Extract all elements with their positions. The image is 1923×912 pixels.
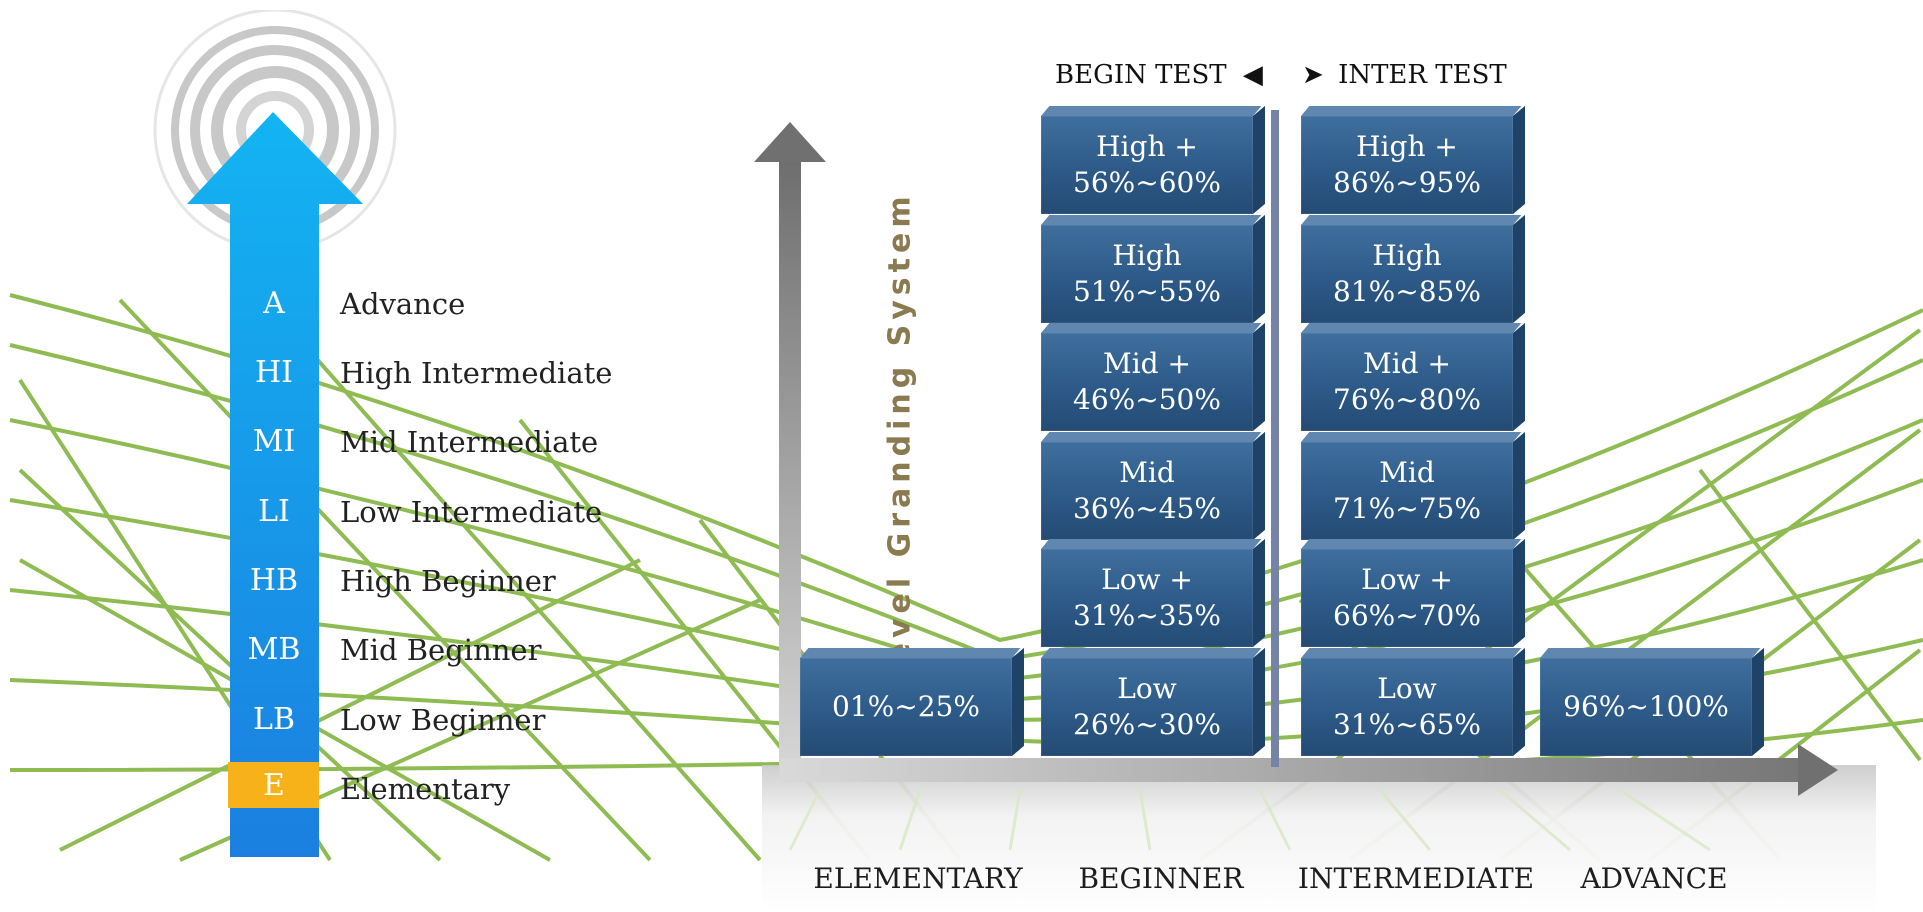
advance-box: 96%~100% xyxy=(1540,647,1764,756)
box-range: 66%~70% xyxy=(1333,599,1481,632)
category-intermediate: INTERMEDIATE xyxy=(1297,862,1535,895)
box-label: High + xyxy=(1096,130,1198,163)
begin-box-high: High 51%~55% xyxy=(1041,214,1265,323)
box-range: 96%~100% xyxy=(1563,690,1729,723)
box-range: 81%~85% xyxy=(1333,275,1481,308)
box-label: Low + xyxy=(1101,563,1193,596)
begin-test-header: BEGIN TEST ◀ xyxy=(1055,60,1263,90)
box-label: Mid + xyxy=(1103,347,1191,380)
left-arrow-icon: ◀ xyxy=(1242,60,1263,90)
level-name-advance: Advance xyxy=(340,287,466,321)
y-axis-line xyxy=(779,160,801,780)
box-label: Mid + xyxy=(1363,347,1451,380)
box-label: Low + xyxy=(1361,563,1453,596)
elementary-box: 01%~25% xyxy=(800,647,1024,756)
inter-box-mid: Mid 71%~75% xyxy=(1301,431,1525,540)
box-label: Mid xyxy=(1379,456,1435,489)
begin-box-high-plus: High + 56%~60% xyxy=(1041,105,1265,214)
level-code-high-intermediate: HI xyxy=(254,355,293,390)
level-code-low-intermediate: LI xyxy=(258,494,290,529)
box-range: 76%~80% xyxy=(1333,383,1481,416)
box-label: Mid xyxy=(1119,456,1175,489)
box-range: 31%~35% xyxy=(1073,599,1221,632)
box-label: Low xyxy=(1117,672,1177,705)
category-advance: ADVANCE xyxy=(1580,862,1728,895)
box-range: 31%~65% xyxy=(1333,708,1481,741)
level-name-high-intermediate: High Intermediate xyxy=(340,356,613,390)
begin-test-label: BEGIN TEST xyxy=(1055,60,1227,90)
level-code-mid-intermediate: MI xyxy=(252,424,296,459)
right-arrow-icon: ➤ xyxy=(1302,60,1324,90)
axes xyxy=(754,110,1838,796)
box-range: 01%~25% xyxy=(832,690,980,723)
inter-box-low: Low 31%~65% xyxy=(1301,647,1525,756)
elementary-highlight xyxy=(228,762,319,808)
inter-box-high: High 81%~85% xyxy=(1301,214,1525,323)
box-label: Low xyxy=(1377,672,1437,705)
y-axis-arrow-icon xyxy=(754,122,826,162)
level-name-high-beginner: High Beginner xyxy=(340,564,556,598)
y-axis-label: Level Granding System xyxy=(882,191,918,688)
inter-box-mid-plus: Mid + 76%~80% xyxy=(1301,322,1525,431)
box-range: 36%~45% xyxy=(1073,492,1221,525)
box-range: 46%~50% xyxy=(1073,383,1221,416)
begin-box-low-plus: Low + 31%~35% xyxy=(1041,538,1265,647)
level-code-elementary: E xyxy=(263,768,285,803)
level-name-low-beginner: Low Beginner xyxy=(340,703,546,737)
level-name-low-intermediate: Low Intermediate xyxy=(340,495,603,529)
inter-box-high-plus: High + 86%~95% xyxy=(1301,105,1525,214)
inter-test-header: ➤ INTER TEST xyxy=(1302,60,1507,90)
level-name-mid-beginner: Mid Beginner xyxy=(340,633,542,667)
box-range: 56%~60% xyxy=(1073,166,1221,199)
begin-box-mid: Mid 36%~45% xyxy=(1041,431,1265,540)
begin-box-mid-plus: Mid + 46%~50% xyxy=(1041,322,1265,431)
box-range: 86%~95% xyxy=(1333,166,1481,199)
box-label: High xyxy=(1112,239,1182,272)
begin-box-low: Low 26%~30% xyxy=(1041,647,1265,756)
category-beginner: BEGINNER xyxy=(1078,862,1244,895)
inter-box-low-plus: Low + 66%~70% xyxy=(1301,538,1525,647)
category-elementary: ELEMENTARY xyxy=(813,862,1023,895)
x-axis-arrow-icon xyxy=(1798,744,1838,796)
box-range: 51%~55% xyxy=(1073,275,1221,308)
level-arrow-icon xyxy=(187,112,363,857)
level-code-low-beginner: LB xyxy=(253,702,295,737)
box-label: High xyxy=(1372,239,1442,272)
x-axis-line xyxy=(780,758,1800,782)
box-range: 26%~30% xyxy=(1073,708,1221,741)
level-code-advance: A xyxy=(263,286,285,321)
level-name-mid-intermediate: Mid Intermediate xyxy=(340,425,599,459)
box-range: 71%~75% xyxy=(1333,492,1481,525)
inter-test-label: INTER TEST xyxy=(1338,60,1507,90)
level-name-elementary: Elementary xyxy=(340,772,511,806)
test-divider xyxy=(1271,110,1279,767)
box-label: High + xyxy=(1356,130,1458,163)
level-code-high-beginner: HB xyxy=(249,563,299,598)
level-code-mid-beginner: MB xyxy=(247,632,301,667)
